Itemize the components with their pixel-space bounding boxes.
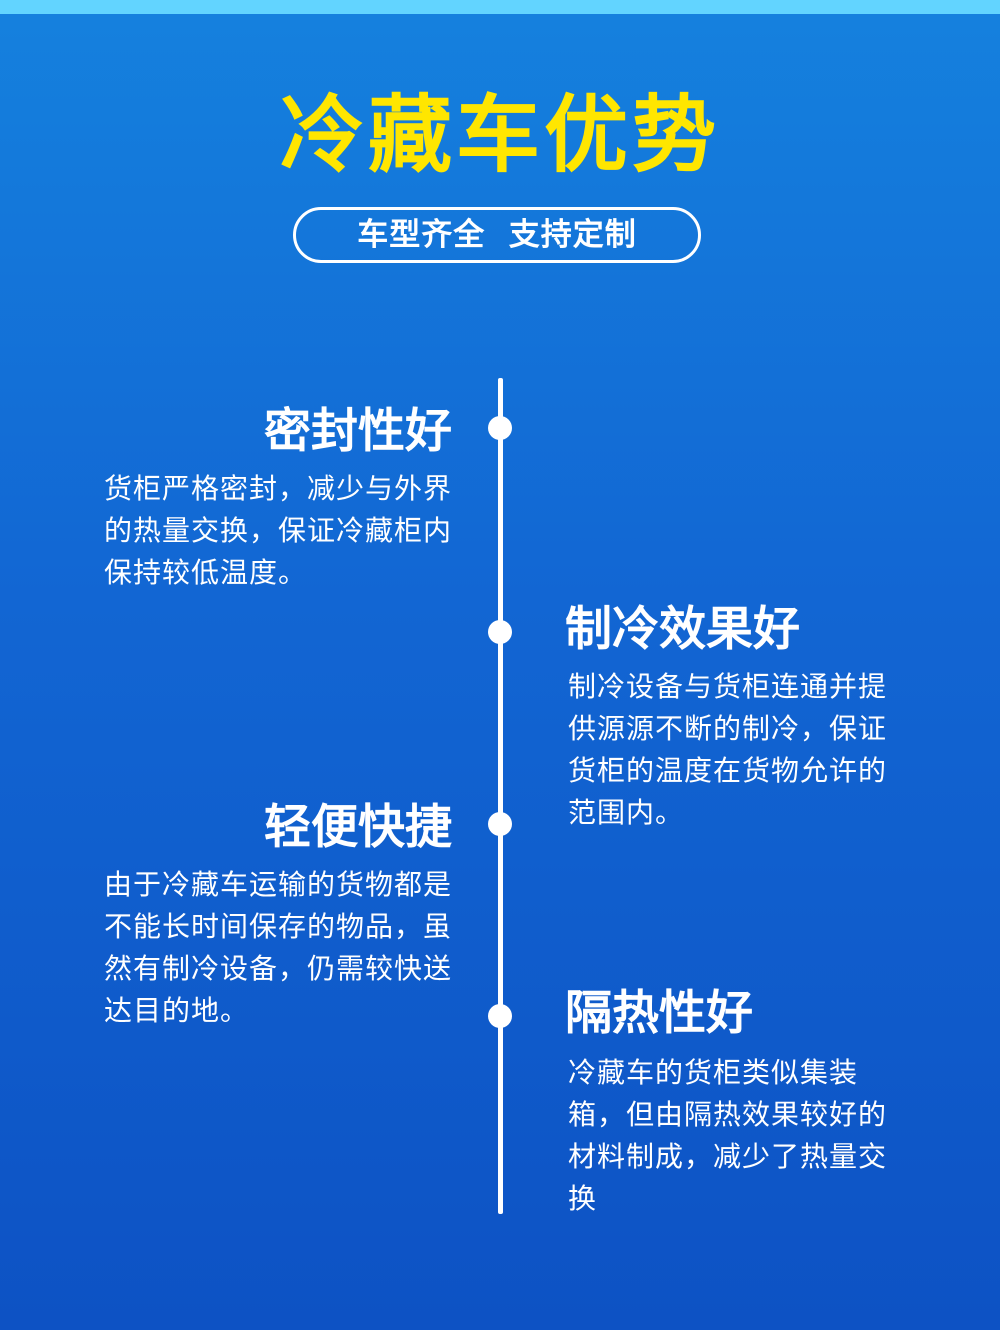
subtitle-badge: 车型齐全 支持定制 (293, 207, 701, 263)
timeline-dot (488, 620, 512, 644)
feature-description: 制冷设备与货柜连通并提供源源不断的制冷，保证货柜的温度在货物允许的范围内。 (568, 670, 888, 829)
timeline-dot (488, 1004, 512, 1028)
feature-description: 货柜严格密封，减少与外界的热量交换，保证冷藏柜内保持较低温度。 (104, 472, 453, 589)
feature-description: 由于冷藏车运输的货物都是不能长时间保存的物品，虽然有制冷设备，仍需较快送达目的地… (104, 868, 453, 1027)
timeline-dot (488, 812, 512, 836)
feature-description: 冷藏车的货柜类似集装箱，但由隔热效果较好的材料制成，减少了热量交换 (568, 1056, 888, 1215)
top-accent-strip (0, 0, 1000, 14)
page-title: 冷藏车优势 (279, 86, 720, 184)
feature-title: 制冷效果好 (565, 602, 800, 657)
feature-title: 隔热性好 (565, 986, 753, 1041)
feature-title: 轻便快捷 (264, 800, 452, 855)
feature-title: 密封性好 (264, 404, 452, 459)
timeline-line (498, 378, 503, 1214)
timeline-dot (488, 416, 512, 440)
